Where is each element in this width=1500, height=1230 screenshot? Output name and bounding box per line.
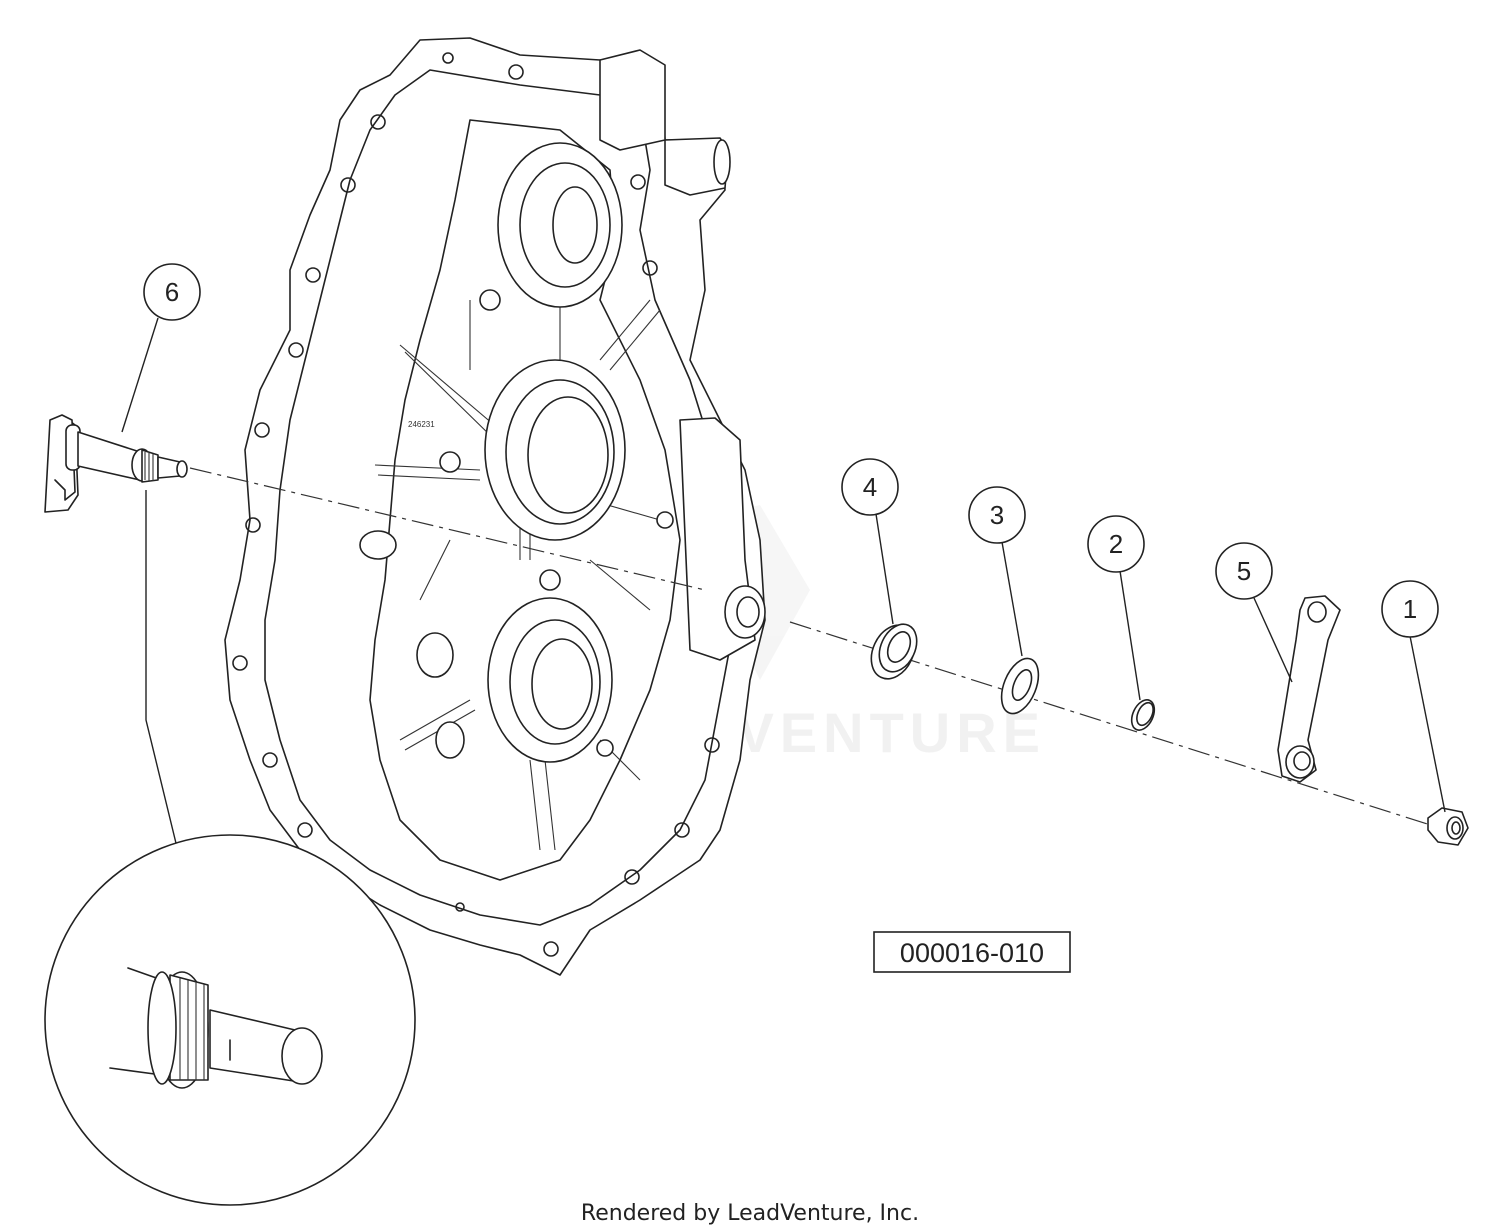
spline-detail-view	[44, 490, 416, 1206]
callout-3-label: 3	[990, 500, 1004, 530]
part-5-shift-lever	[1277, 595, 1341, 783]
transmission-housing-cover: 246231	[224, 37, 766, 976]
diagram-part-number: 000016-010	[900, 938, 1044, 968]
callout-5-label: 5	[1237, 556, 1251, 586]
callout-2[interactable]: 2	[1087, 515, 1145, 701]
callout-6[interactable]: 6	[121, 263, 201, 433]
part-4-oil-seal	[870, 623, 918, 680]
upper-bearing-bore	[497, 142, 623, 308]
part-3-washer	[1000, 657, 1040, 715]
diagram-part-number-box: 000016-010	[873, 931, 1071, 973]
part-2-retaining-ring	[1130, 699, 1156, 731]
part-1-flange-nut	[1427, 807, 1469, 846]
callout-2-label: 2	[1109, 529, 1123, 559]
callout-6-label: 6	[165, 277, 179, 307]
callout-5[interactable]: 5	[1215, 542, 1293, 683]
assembly-axis-line	[189, 467, 1441, 829]
lower-bearing-bore	[487, 597, 613, 763]
center-bearing-bore	[484, 359, 626, 541]
callout-4[interactable]: 4	[841, 458, 899, 625]
footer-credit: Rendered by LeadVenture, Inc.	[581, 1201, 919, 1226]
part-6-shift-shaft	[44, 414, 188, 513]
callout-4-label: 4	[863, 472, 877, 502]
casting-stamp: 246231	[408, 420, 435, 429]
callout-1[interactable]: 1	[1381, 580, 1446, 813]
callout-3[interactable]: 3	[968, 486, 1026, 657]
callout-1-label: 1	[1403, 594, 1417, 624]
